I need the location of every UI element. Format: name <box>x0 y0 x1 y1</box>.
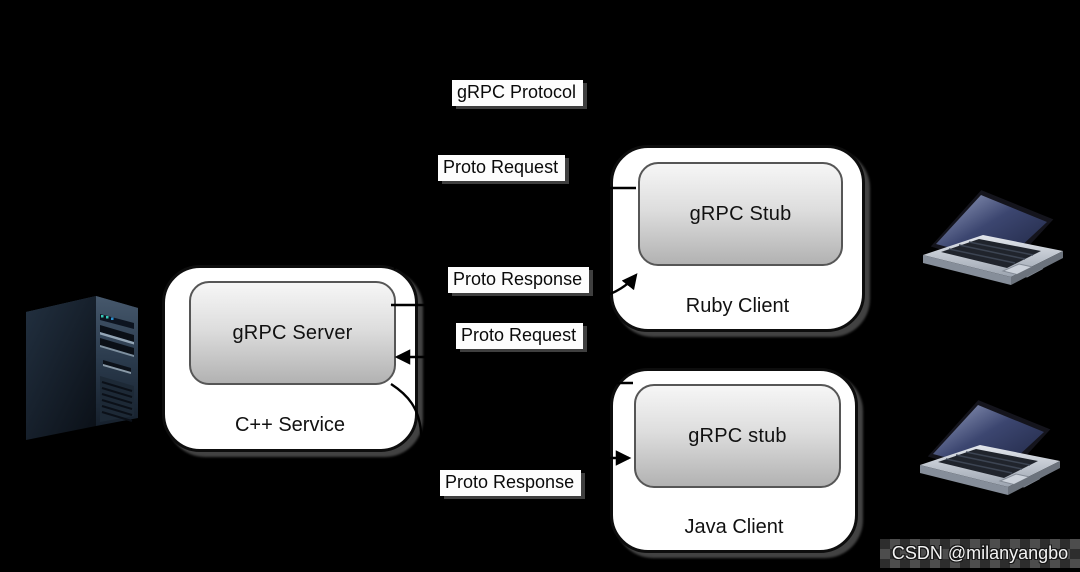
grpc-server-box: gRPC Server <box>189 281 396 385</box>
watermark: CSDN @milanyangbo <box>880 539 1080 568</box>
ruby-client-node: gRPC Stub Ruby Client <box>610 145 865 332</box>
proto-response-mid-label: Proto Response <box>448 267 590 293</box>
cpp-service-node: gRPC Server C++ Service <box>162 265 418 452</box>
grpc-stub-ruby-box: gRPC Stub <box>638 162 843 266</box>
java-client-node: gRPC stub Java Client <box>610 368 858 553</box>
ruby-client-title: Ruby Client <box>685 295 790 317</box>
java-client-title: Java Client <box>684 516 784 538</box>
grpc-stub-java-label: gRPC stub <box>688 424 787 447</box>
laptop-icon <box>920 397 1060 495</box>
watermark-text: CSDN @milanyangbo <box>891 543 1069 563</box>
proto-response-bottom-label: Proto Response <box>440 470 582 496</box>
cpp-service-title: C++ Service <box>234 414 346 436</box>
connector-java-to-server <box>394 349 633 385</box>
connector-ruby-to-cpp-top <box>393 210 479 270</box>
laptop-icon <box>923 187 1063 285</box>
proto-request-top-label: Proto Request <box>438 155 566 181</box>
grpc-server-label: gRPC Server <box>232 321 353 344</box>
grpc-stub-ruby-label: gRPC Stub <box>689 202 792 225</box>
grpc-protocol-label: gRPC Protocol <box>452 80 584 106</box>
grpc-stub-java-box: gRPC stub <box>634 384 841 488</box>
connector-server-to-java-stub <box>390 382 632 466</box>
proto-request-mid-label: Proto Request <box>456 323 584 349</box>
server-tower-icon <box>26 296 138 440</box>
